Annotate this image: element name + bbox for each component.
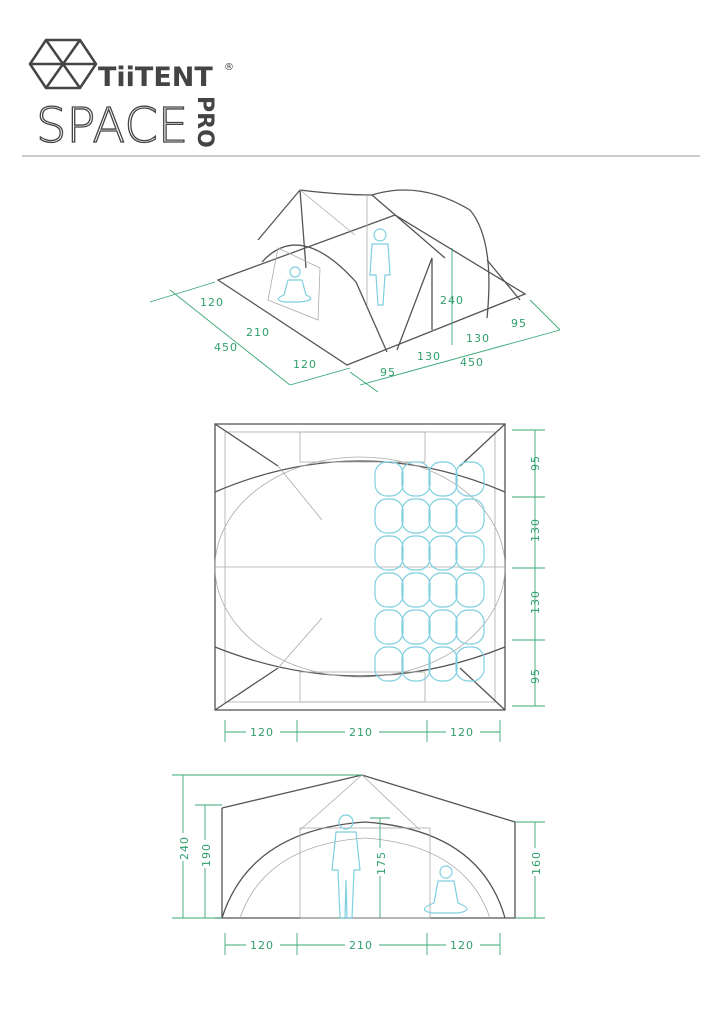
side-wall-height: 160 <box>530 851 543 875</box>
iso-right-dim-4: 95 <box>511 317 527 330</box>
sleeping-mat <box>374 498 485 534</box>
iso-right-dim-2: 130 <box>417 350 441 363</box>
top-bottom-dim-3: 120 <box>450 726 474 739</box>
hexagon-logo-icon <box>28 38 98 90</box>
top-right-dim-3: 130 <box>529 590 542 614</box>
top-bottom-dim-2: 210 <box>349 726 373 739</box>
sitting-person-side-figure <box>423 865 468 914</box>
side-person-height: 175 <box>375 851 388 875</box>
iso-right-total: 450 <box>460 356 484 369</box>
iso-right-dim-3: 130 <box>466 332 490 345</box>
sleeping-mat <box>374 646 485 682</box>
side-bottom-dim-2: 210 <box>349 939 373 952</box>
side-total-height: 240 <box>178 836 191 860</box>
isometric-view: 120 210 120 450 95 130 130 95 450 240 <box>149 189 561 393</box>
side-arch-height: 190 <box>200 843 213 867</box>
registered-mark: ® <box>224 62 234 73</box>
top-right-dim-1: 95 <box>529 455 542 471</box>
product-suffix: PRO <box>192 96 217 148</box>
side-bottom-dim-3: 120 <box>450 939 474 952</box>
side-bottom-dim-1: 120 <box>250 939 274 952</box>
iso-height: 240 <box>440 294 464 307</box>
top-right-dim-4: 95 <box>529 668 542 684</box>
sleeping-mat <box>374 461 485 497</box>
iso-left-dim-1: 120 <box>200 296 224 309</box>
iso-left-dim-2: 210 <box>246 326 270 339</box>
side-view: 240 190 175 160 120 210 120 <box>172 774 545 955</box>
iso-left-total: 450 <box>214 341 238 354</box>
sleeping-mat <box>374 609 485 645</box>
standing-person-figure <box>369 228 391 306</box>
sleeping-mat <box>374 572 485 608</box>
top-bottom-dim-1: 120 <box>250 726 274 739</box>
top-right-dim-2: 130 <box>529 518 542 542</box>
iso-right-dim-1: 95 <box>380 366 396 379</box>
top-view: 95 130 130 95 120 210 120 <box>214 423 545 742</box>
sleeping-mat <box>374 535 485 571</box>
sitting-person-figure <box>277 266 312 303</box>
brand-logo: TiiTENT ® SPACE PRO <box>28 38 234 155</box>
product-name: SPACE <box>36 98 188 154</box>
standing-person-side-figure <box>331 814 361 919</box>
sleeping-mats <box>374 461 485 682</box>
brand-name: TiiTENT <box>98 62 213 93</box>
iso-left-dim-3: 120 <box>293 358 317 371</box>
